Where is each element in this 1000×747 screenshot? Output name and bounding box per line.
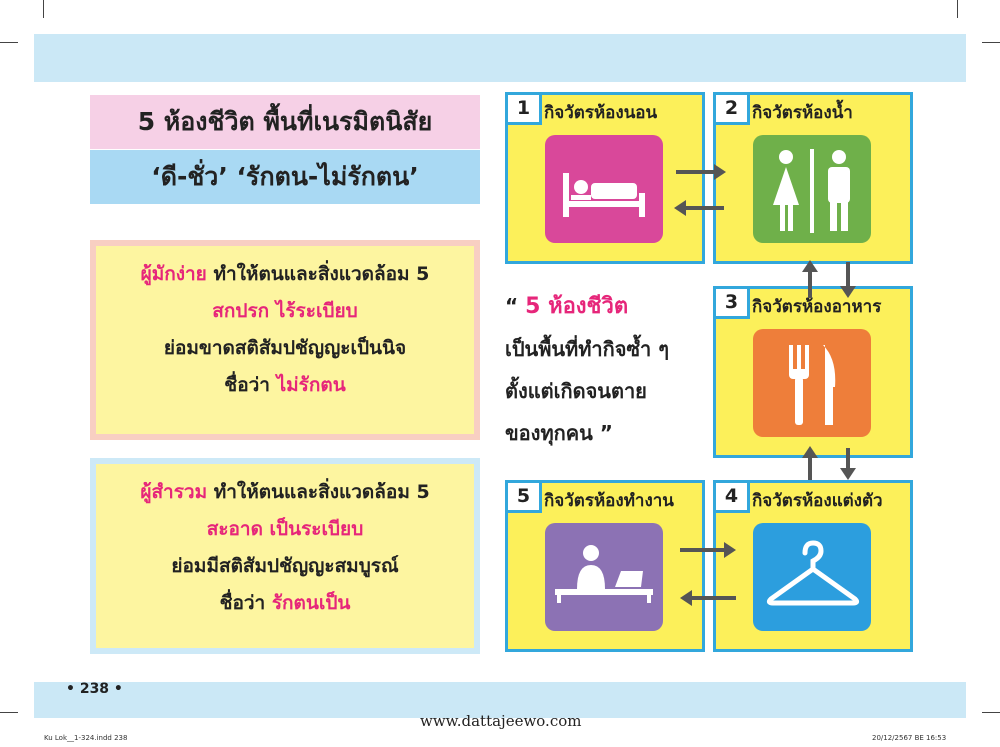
quote-block: “ 5 ห้องชีวิต เป็นพื้นที่ทำกิจซ้ำ ๆ ตั้ง…: [505, 285, 715, 454]
quote-line-4: ของทุกคน ”: [505, 421, 613, 445]
slug-left: Ku Lok__1-324.indd 238: [44, 734, 128, 742]
careless-box: ผู้มักง่าย ทำให้ตนและสิ่งแวดล้อม 5 สกปรก…: [90, 240, 480, 440]
title-line-1: 5 ห้องชีวิต พื้นที่เนรมิตนิสัย: [90, 95, 480, 149]
room-number: 3: [716, 289, 750, 319]
page-number: • 238 •: [66, 681, 123, 697]
quote-line-3: ตั้งแต่เกิดจนตาย: [505, 379, 647, 403]
left-arrow-icon: [674, 200, 724, 216]
careful-term: ผู้สำรวม: [140, 481, 208, 503]
slug-right: 20/12/2567 BE 16:53: [872, 734, 947, 742]
careless-line-1: ผู้มักง่าย ทำให้ตนและสิ่งแวดล้อม 5: [140, 263, 430, 285]
left-arrow-icon: [680, 590, 736, 606]
crop-mark: [0, 712, 18, 713]
crop-mark: [43, 0, 44, 18]
bed-icon: [545, 135, 663, 243]
careless-verdict: ไม่รักตน: [276, 374, 346, 396]
vertical-arrows-icon: [802, 446, 856, 480]
fork-knife-icon: [753, 329, 871, 437]
top-band: [34, 34, 966, 82]
room-card-5: 5 กิจวัตรห้องทำงาน: [505, 480, 705, 652]
title-line-2: ‘ดี-ชั่ว’ ‘รักตน-ไม่รักตน’: [90, 150, 480, 204]
careful-line-3: ย่อมมีสติสัมปชัญญะสมบูรณ์: [171, 555, 399, 577]
careless-line-2: สกปรก ไร้ระเบียบ: [212, 300, 358, 322]
crop-mark: [0, 42, 18, 43]
crop-mark: [957, 0, 958, 18]
room-number: 5: [508, 483, 542, 513]
room-label: กิจวัตรห้องทำงาน: [544, 491, 674, 511]
vertical-arrows-icon: [802, 260, 856, 298]
careful-line-4: ชื่อว่า รักตนเป็น: [219, 592, 351, 614]
room-card-4: 4 กิจวัตรห้องแต่งตัว: [713, 480, 913, 652]
right-arrow-icon: [680, 542, 736, 558]
room-card-3: 3 กิจวัตรห้องอาหาร: [713, 286, 913, 458]
room-number: 2: [716, 95, 750, 125]
careful-box: ผู้สำรวม ทำให้ตนและสิ่งแวดล้อม 5 สะอาด เ…: [90, 458, 480, 654]
room-label: กิจวัตรห้องนอน: [544, 103, 658, 123]
crop-mark: [982, 712, 1000, 713]
room-card-2: 2 กิจวัตรห้องน้ำ: [713, 92, 913, 264]
website-link[interactable]: www.dattajeewo.com: [420, 712, 582, 730]
careless-term: ผู้มักง่าย: [140, 263, 207, 285]
room-label: กิจวัตรห้องแต่งตัว: [752, 491, 883, 511]
restroom-icon: [753, 135, 871, 243]
careful-verdict: รักตนเป็น: [271, 592, 351, 614]
room-card-1: 1 กิจวัตรห้องนอน: [505, 92, 705, 264]
quote-line-1: “ 5 ห้องชีวิต: [505, 294, 629, 319]
desk-worker-icon: [545, 523, 663, 631]
careful-line-1: ผู้สำรวม ทำให้ตนและสิ่งแวดล้อม 5: [140, 481, 430, 503]
crop-mark: [982, 42, 1000, 43]
quote-line-2: เป็นพื้นที่ทำกิจซ้ำ ๆ: [505, 337, 669, 361]
right-arrow-icon: [676, 164, 726, 180]
bottom-band: [34, 682, 966, 718]
hanger-icon: [753, 523, 871, 631]
room-label: กิจวัตรห้องน้ำ: [752, 103, 853, 123]
room-number: 4: [716, 483, 750, 513]
room-label: กิจวัตรห้องอาหาร: [752, 297, 882, 317]
careless-line-4: ชื่อว่า ไม่รักตน: [224, 374, 346, 396]
careful-line-2: สะอาด เป็นระเบียบ: [206, 518, 364, 540]
careless-line-3: ย่อมขาดสติสัมปชัญญะเป็นนิจ: [163, 337, 407, 359]
room-number: 1: [508, 95, 542, 125]
